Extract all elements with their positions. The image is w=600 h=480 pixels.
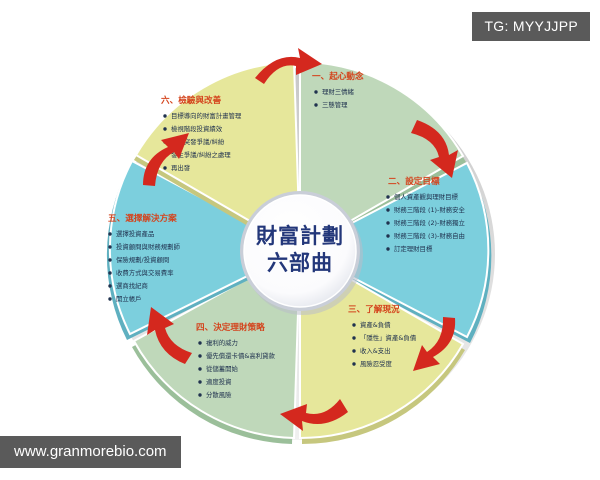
bullet-dot-icon xyxy=(108,232,112,236)
bullet-dot-icon xyxy=(352,362,356,366)
bullet-dot-icon xyxy=(352,349,356,353)
segment-5-bullet-4: 選商找紀商 xyxy=(116,281,148,290)
segment-5[interactable]: 五、選擇解決方案 選擇投資產品 投資顧問與財務規劃師 保險規劃/投資顧問 收費方… xyxy=(106,159,303,340)
segment-2-bullet-4: 訂定理財目標 xyxy=(394,244,433,253)
segment-4-bullet-4: 分散風險 xyxy=(206,390,232,399)
bullet-dot-icon xyxy=(198,393,202,397)
hub-title-line-1: 財富計劃 xyxy=(256,224,344,248)
segment-2-bullet-2: 財務三階段 (2)-財務獨立 xyxy=(394,218,466,227)
bullet-dot-icon xyxy=(314,103,318,107)
bullet-dot-icon xyxy=(163,114,167,118)
segment-6-title: 六、檢驗與改善 xyxy=(161,94,222,106)
segment-3-bullet-0: 資產&負債 xyxy=(360,320,391,329)
arrow-1-to-2-icon xyxy=(411,120,458,178)
bullet-dot-icon xyxy=(352,323,356,327)
segment-2-bullet-1: 財務三階段 (1)-財務安全 xyxy=(394,205,466,214)
bullet-dot-icon xyxy=(108,284,112,288)
arrow-4-to-5-icon xyxy=(147,307,192,364)
segment-5-bullet-1: 投資顧問與財務規劃師 xyxy=(116,242,181,251)
arrow-6-to-1-icon xyxy=(255,48,322,84)
arrow-2-to-3-icon xyxy=(413,317,456,371)
segment-5-bullet-5: 開立帳戶 xyxy=(116,294,142,303)
segment-6-bullet-3: 發生爭議/糾紛之處理 xyxy=(171,150,231,159)
bullet-dot-icon xyxy=(198,354,202,358)
segment-5-bullet-3: 收費方式與交易費率 xyxy=(116,268,174,277)
bullet-dot-icon xyxy=(314,90,318,94)
segment-4-title: 四、決定理財策略 xyxy=(196,321,265,333)
bullet-dot-icon xyxy=(108,258,112,262)
tg-badge: TG: MYYJJPP xyxy=(472,12,590,41)
segment-2-bullet-3: 財務三階段 (3)-財務自由 xyxy=(394,231,465,240)
segment-4-bullet-0: 複利的威力 xyxy=(206,338,238,347)
watermark-url: www.granmorebio.com xyxy=(0,436,181,468)
segment-4-face xyxy=(132,248,302,440)
segment-2-bullet-0: 個人資產觀與理財目標 xyxy=(394,192,459,201)
segment-3-bullet-3: 風險忍受度 xyxy=(360,359,393,368)
segment-1-bullet-0: 理財三情緒 xyxy=(322,87,355,96)
segment-5-bullet-2: 保險規劃/投資顧問 xyxy=(116,255,169,264)
bullet-dot-icon xyxy=(108,297,112,301)
bullet-dot-icon xyxy=(386,208,390,212)
segment-1-bullet-1: 三態管理 xyxy=(322,100,348,109)
segment-2[interactable]: 二、設定目標 個人資產觀與理財目標 財務三階段 (1)-財務安全 財務三階段 (… xyxy=(297,161,492,343)
bullet-dot-icon xyxy=(386,247,390,251)
segment-4-bullet-2: 從儲蓄開始 xyxy=(206,364,239,373)
bullet-dot-icon xyxy=(386,221,390,225)
segment-3-bullet-1: 「隱性」資產&負債 xyxy=(360,333,417,342)
segment-4-bullet-3: 適度投資 xyxy=(206,377,232,386)
segment-2-title: 二、設定目標 xyxy=(388,175,440,187)
bullet-dot-icon xyxy=(352,336,356,340)
bullet-dot-icon xyxy=(108,271,112,275)
bullet-dot-icon xyxy=(163,127,167,131)
segment-1-title: 一、起心動念 xyxy=(312,70,364,82)
segment-6-bullet-1: 檢視階段投資績效 xyxy=(171,124,223,133)
segment-2-face xyxy=(297,161,490,339)
segment-4[interactable]: 四、決定理財策略 複利的威力 優先償還卡債&高利貸款 從儲蓄開始 適度投資 分散… xyxy=(132,248,302,444)
flow-arrows xyxy=(143,48,458,431)
bullet-dot-icon xyxy=(198,341,202,345)
segment-6-bullet-2: 因應突發爭議/糾紛 xyxy=(171,137,225,146)
segment-3-title: 三、了解現況 xyxy=(348,303,400,315)
segment-5-bullet-0: 選擇投資產品 xyxy=(116,229,154,238)
bullet-dot-icon xyxy=(386,195,390,199)
arrow-5-to-6-icon xyxy=(143,133,189,186)
segment-6-bullet-0: 目標導向的財富計畫管理 xyxy=(171,111,242,120)
bullet-dot-icon xyxy=(198,367,202,371)
bullet-dot-icon xyxy=(198,380,202,384)
segment-1[interactable]: 一、起心動念 理財三情緒 三態管理 xyxy=(299,60,466,256)
arrow-3-to-4-icon xyxy=(280,399,348,431)
segment-3-bullet-2: 收入&支出 xyxy=(360,346,391,355)
segment-5-title: 五、選擇解決方案 xyxy=(108,212,177,224)
hub-title-line-2: 六部曲 xyxy=(267,251,333,275)
bullet-dot-icon xyxy=(386,234,390,238)
bullet-dot-icon xyxy=(163,166,167,170)
hub: 財富計劃 六部曲 xyxy=(240,191,363,315)
segment-4-bullet-1: 優先償還卡債&高利貸款 xyxy=(206,351,275,360)
segment-6-bullet-4: 再出發 xyxy=(171,163,191,172)
hub-face xyxy=(243,194,357,308)
bullet-dot-icon xyxy=(108,245,112,249)
